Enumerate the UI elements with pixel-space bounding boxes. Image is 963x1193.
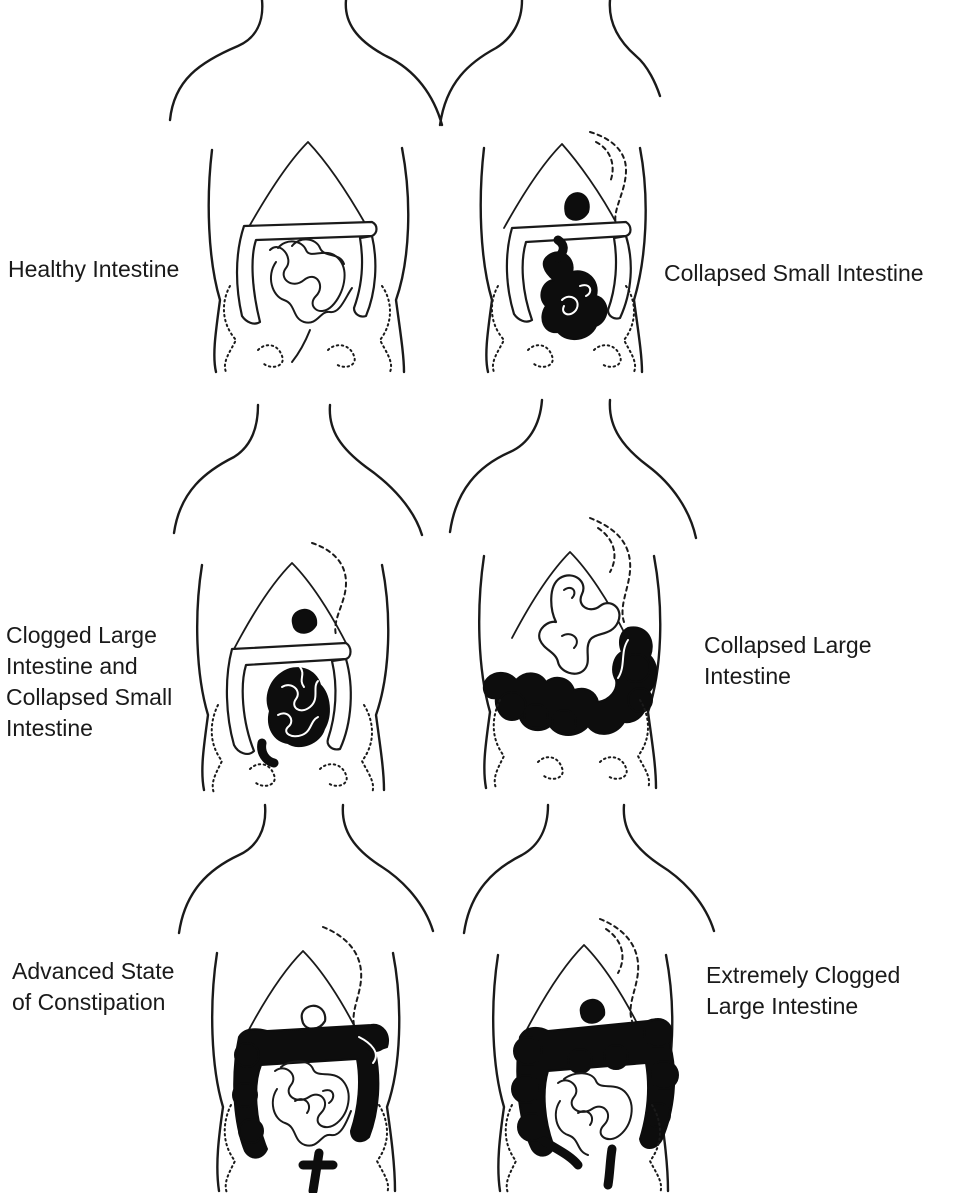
collapsed-large-intestine-illustration	[440, 400, 700, 800]
torso-figure-healthy	[160, 0, 450, 375]
label-collapsed-small-intestine: Collapsed Small Intestine	[664, 258, 924, 289]
clogged-large-collapsed-small-illustration	[170, 405, 450, 795]
label-advanced-constipation: Advanced State of Constipation	[12, 956, 174, 1018]
label-clogged-large-collapsed-small: Clogged Large Intestine and Collapsed Sm…	[6, 620, 172, 744]
label-extremely-clogged-large-intestine: Extremely Clogged Large Intestine	[706, 960, 900, 1022]
torso-figure-advanced-constipation	[175, 805, 465, 1193]
collapsed-small-intestine-illustration	[440, 0, 660, 375]
label-collapsed-large-intestine: Collapsed Large Intestine	[704, 630, 872, 692]
label-healthy-intestine: Healthy Intestine	[8, 254, 179, 285]
healthy-intestine-illustration	[160, 0, 450, 375]
torso-figure-extremely-clogged	[460, 805, 730, 1193]
advanced-constipation-illustration	[175, 805, 465, 1193]
torso-figure-collapsed-small	[440, 0, 660, 375]
torso-figure-collapsed-large	[440, 400, 700, 800]
extremely-clogged-large-intestine-illustration	[460, 805, 730, 1193]
torso-figure-clogged-large-collapsed-small	[170, 405, 450, 795]
